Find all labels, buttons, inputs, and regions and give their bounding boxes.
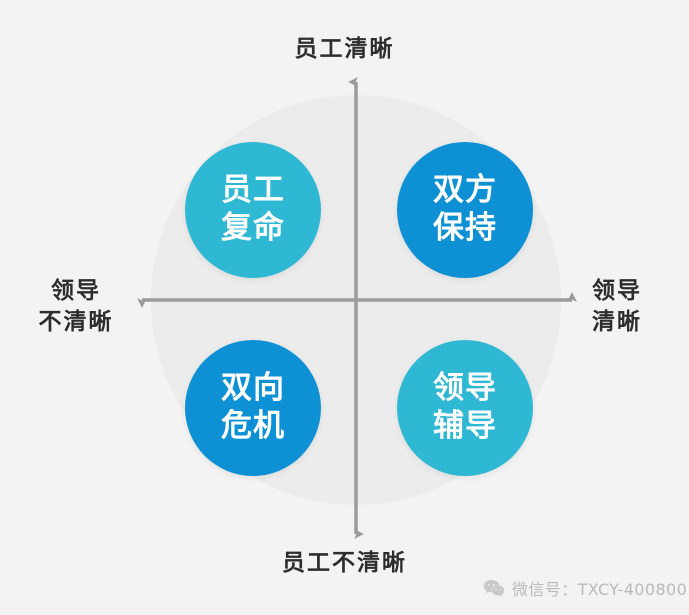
quadrant-bubble-bottom-right[interactable]: 领导 辅导 bbox=[397, 340, 533, 476]
watermark-text: 微信号：TXCY-400800 bbox=[512, 580, 688, 599]
quadrant-label-line1: 双方 bbox=[433, 172, 497, 209]
axis-label-left: 领导 不清晰 bbox=[18, 276, 134, 338]
quadrant-label-line2: 复命 bbox=[221, 210, 285, 246]
quadrant-label-line1: 领导 bbox=[433, 370, 497, 407]
axis-label-bottom: 员工不清晰 bbox=[282, 550, 407, 576]
axis-label-right: 领导 清晰 bbox=[592, 276, 688, 338]
quadrant-label-line2: 危机 bbox=[221, 408, 285, 444]
quadrant-bubble-bottom-left[interactable]: 双向 危机 bbox=[185, 340, 321, 476]
axis-label-top: 员工清晰 bbox=[294, 36, 395, 62]
quadrant-label-line1: 双向 bbox=[221, 370, 285, 407]
quadrant-bubble-top-right[interactable]: 双方 保持 bbox=[397, 142, 533, 278]
axis-label-right-line2: 清晰 bbox=[592, 309, 642, 336]
quadrant-label-line2: 保持 bbox=[433, 210, 497, 246]
axis-label-left-line2: 不清晰 bbox=[38, 309, 114, 336]
axis-label-left-line1: 领导 bbox=[51, 278, 101, 304]
quadrant-label-line2: 辅导 bbox=[433, 408, 497, 444]
axis-label-right-line1: 领导 bbox=[592, 278, 642, 304]
quadrant-bubble-top-left[interactable]: 员工 复命 bbox=[185, 142, 321, 278]
quadrant-label-line1: 员工 bbox=[221, 172, 285, 209]
watermark: 微信号：TXCY-400800 bbox=[483, 576, 687, 600]
wechat-icon bbox=[483, 579, 505, 596]
